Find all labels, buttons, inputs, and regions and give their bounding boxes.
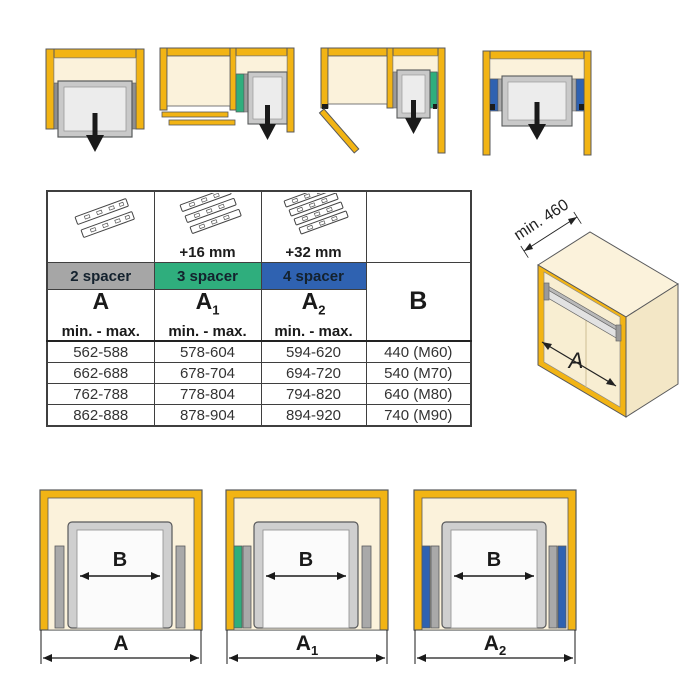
gray-spacer-strip xyxy=(242,545,252,629)
spacer-offset-label: +32 mm xyxy=(285,244,342,261)
cell-a: 762-788 xyxy=(46,383,155,405)
spacer-icon-cell-3: +16 mm xyxy=(153,186,262,263)
dimension-label-a: A xyxy=(113,632,128,655)
three-spacer-icon xyxy=(179,186,241,234)
dimension-label-b: B xyxy=(299,549,313,571)
cell-b: 540 (M70) xyxy=(365,362,472,384)
gray-spacer-strip xyxy=(548,545,558,629)
step-diagram-two-compartments xyxy=(159,47,295,140)
gray-spacer-strip xyxy=(175,545,186,629)
down-arrow-icon xyxy=(86,113,104,152)
hinge-foot xyxy=(322,104,328,109)
down-arrow-icon xyxy=(259,105,276,140)
down-arrow-icon xyxy=(528,102,546,140)
header-2-spacer: 2 spacer xyxy=(46,262,155,290)
dimension-label-b: B xyxy=(113,549,127,571)
front-view-3-spacer: B A1 xyxy=(225,489,389,664)
two-spacer-icon xyxy=(74,197,135,238)
inner-width-dimension: B xyxy=(266,549,346,580)
four-spacer-icon xyxy=(283,183,348,235)
gray-spacer-strip xyxy=(361,545,372,629)
cell-a2: 794-820 xyxy=(260,383,367,405)
spacer-icon-cell-4: +32 mm xyxy=(260,183,367,263)
table-row: 862-888 878-904 894-920 740 (M90) xyxy=(46,404,472,427)
green-spacer-strip xyxy=(429,71,438,109)
header-a1: A1 min. - max. xyxy=(153,289,262,342)
blue-spacer-strip xyxy=(421,545,431,629)
dimension-label-min-depth: min. 460 xyxy=(511,196,572,244)
header-a2: A2 min. - max. xyxy=(260,289,367,342)
gray-spacer-strip xyxy=(54,545,65,629)
green-spacer-strip xyxy=(233,545,243,629)
foot-mark xyxy=(579,104,584,110)
inner-width-dimension: B xyxy=(454,549,534,580)
step-diagram-extract-frame xyxy=(45,48,145,152)
header-b: B xyxy=(365,262,472,342)
isometric-cabinet-diagram: A min. 460 xyxy=(511,196,679,418)
step-diagram-open-door xyxy=(318,47,446,154)
dimension-label-a2: A2 xyxy=(484,632,506,658)
dimension-table: +16 mm +32 mm 2 spacer 3 spacer 4 spacer… xyxy=(46,183,472,427)
cell-a1: 578-604 xyxy=(153,340,262,363)
cell-b: 640 (M80) xyxy=(365,383,472,405)
outer-width-dimension: A xyxy=(40,630,202,664)
inner-width-dimension: B xyxy=(80,549,160,580)
mounted-rail xyxy=(543,282,622,342)
cell-a2: 594-620 xyxy=(260,340,367,363)
gray-spacer-strip xyxy=(430,545,440,629)
cell-a2: 894-920 xyxy=(260,404,367,427)
green-spacer-strip xyxy=(235,73,245,113)
header-3-spacer: 3 spacer xyxy=(153,262,262,290)
plinth-panel xyxy=(168,119,236,126)
header-a: A min. - max. xyxy=(46,289,155,342)
cell-a1: 778-804 xyxy=(153,383,262,405)
step-diagram-four-spacer xyxy=(482,50,592,156)
foot-mark xyxy=(433,104,437,109)
cell-a: 562-588 xyxy=(46,340,155,363)
cell-a: 862-888 xyxy=(46,404,155,427)
cell-a: 662-688 xyxy=(46,362,155,384)
width-dimension: A xyxy=(541,341,617,387)
spacer-icon-cell-2 xyxy=(46,190,155,263)
dimension-label-a: A xyxy=(567,348,584,373)
cell-b: 440 (M60) xyxy=(365,340,472,363)
cell-b: 740 (M90) xyxy=(365,404,472,427)
front-view-2-spacer: B A xyxy=(39,489,203,664)
empty-cell xyxy=(365,190,472,263)
plinth-panel xyxy=(161,111,229,118)
spacer-offset-label: +16 mm xyxy=(179,244,236,261)
outer-width-dimension: A1 xyxy=(226,630,388,664)
dimension-label-b: B xyxy=(487,549,501,571)
table-row: 762-788 778-804 794-820 640 (M80) xyxy=(46,383,472,405)
table-row: 662-688 678-704 694-720 540 (M70) xyxy=(46,362,472,384)
dimension-label-a1: A1 xyxy=(296,632,318,658)
blue-spacer-strip xyxy=(557,545,567,629)
down-arrow-icon xyxy=(405,100,422,134)
open-door-panel xyxy=(318,108,360,154)
foot-mark xyxy=(490,104,495,110)
cell-a2: 694-720 xyxy=(260,362,367,384)
cell-a1: 678-704 xyxy=(153,362,262,384)
cell-a1: 878-904 xyxy=(153,404,262,427)
front-view-4-spacer: B A2 xyxy=(413,489,577,664)
table-row: 562-588 578-604 594-620 440 (M60) xyxy=(46,340,472,363)
header-4-spacer: 4 spacer xyxy=(260,262,367,290)
outer-width-dimension: A2 xyxy=(414,630,576,664)
